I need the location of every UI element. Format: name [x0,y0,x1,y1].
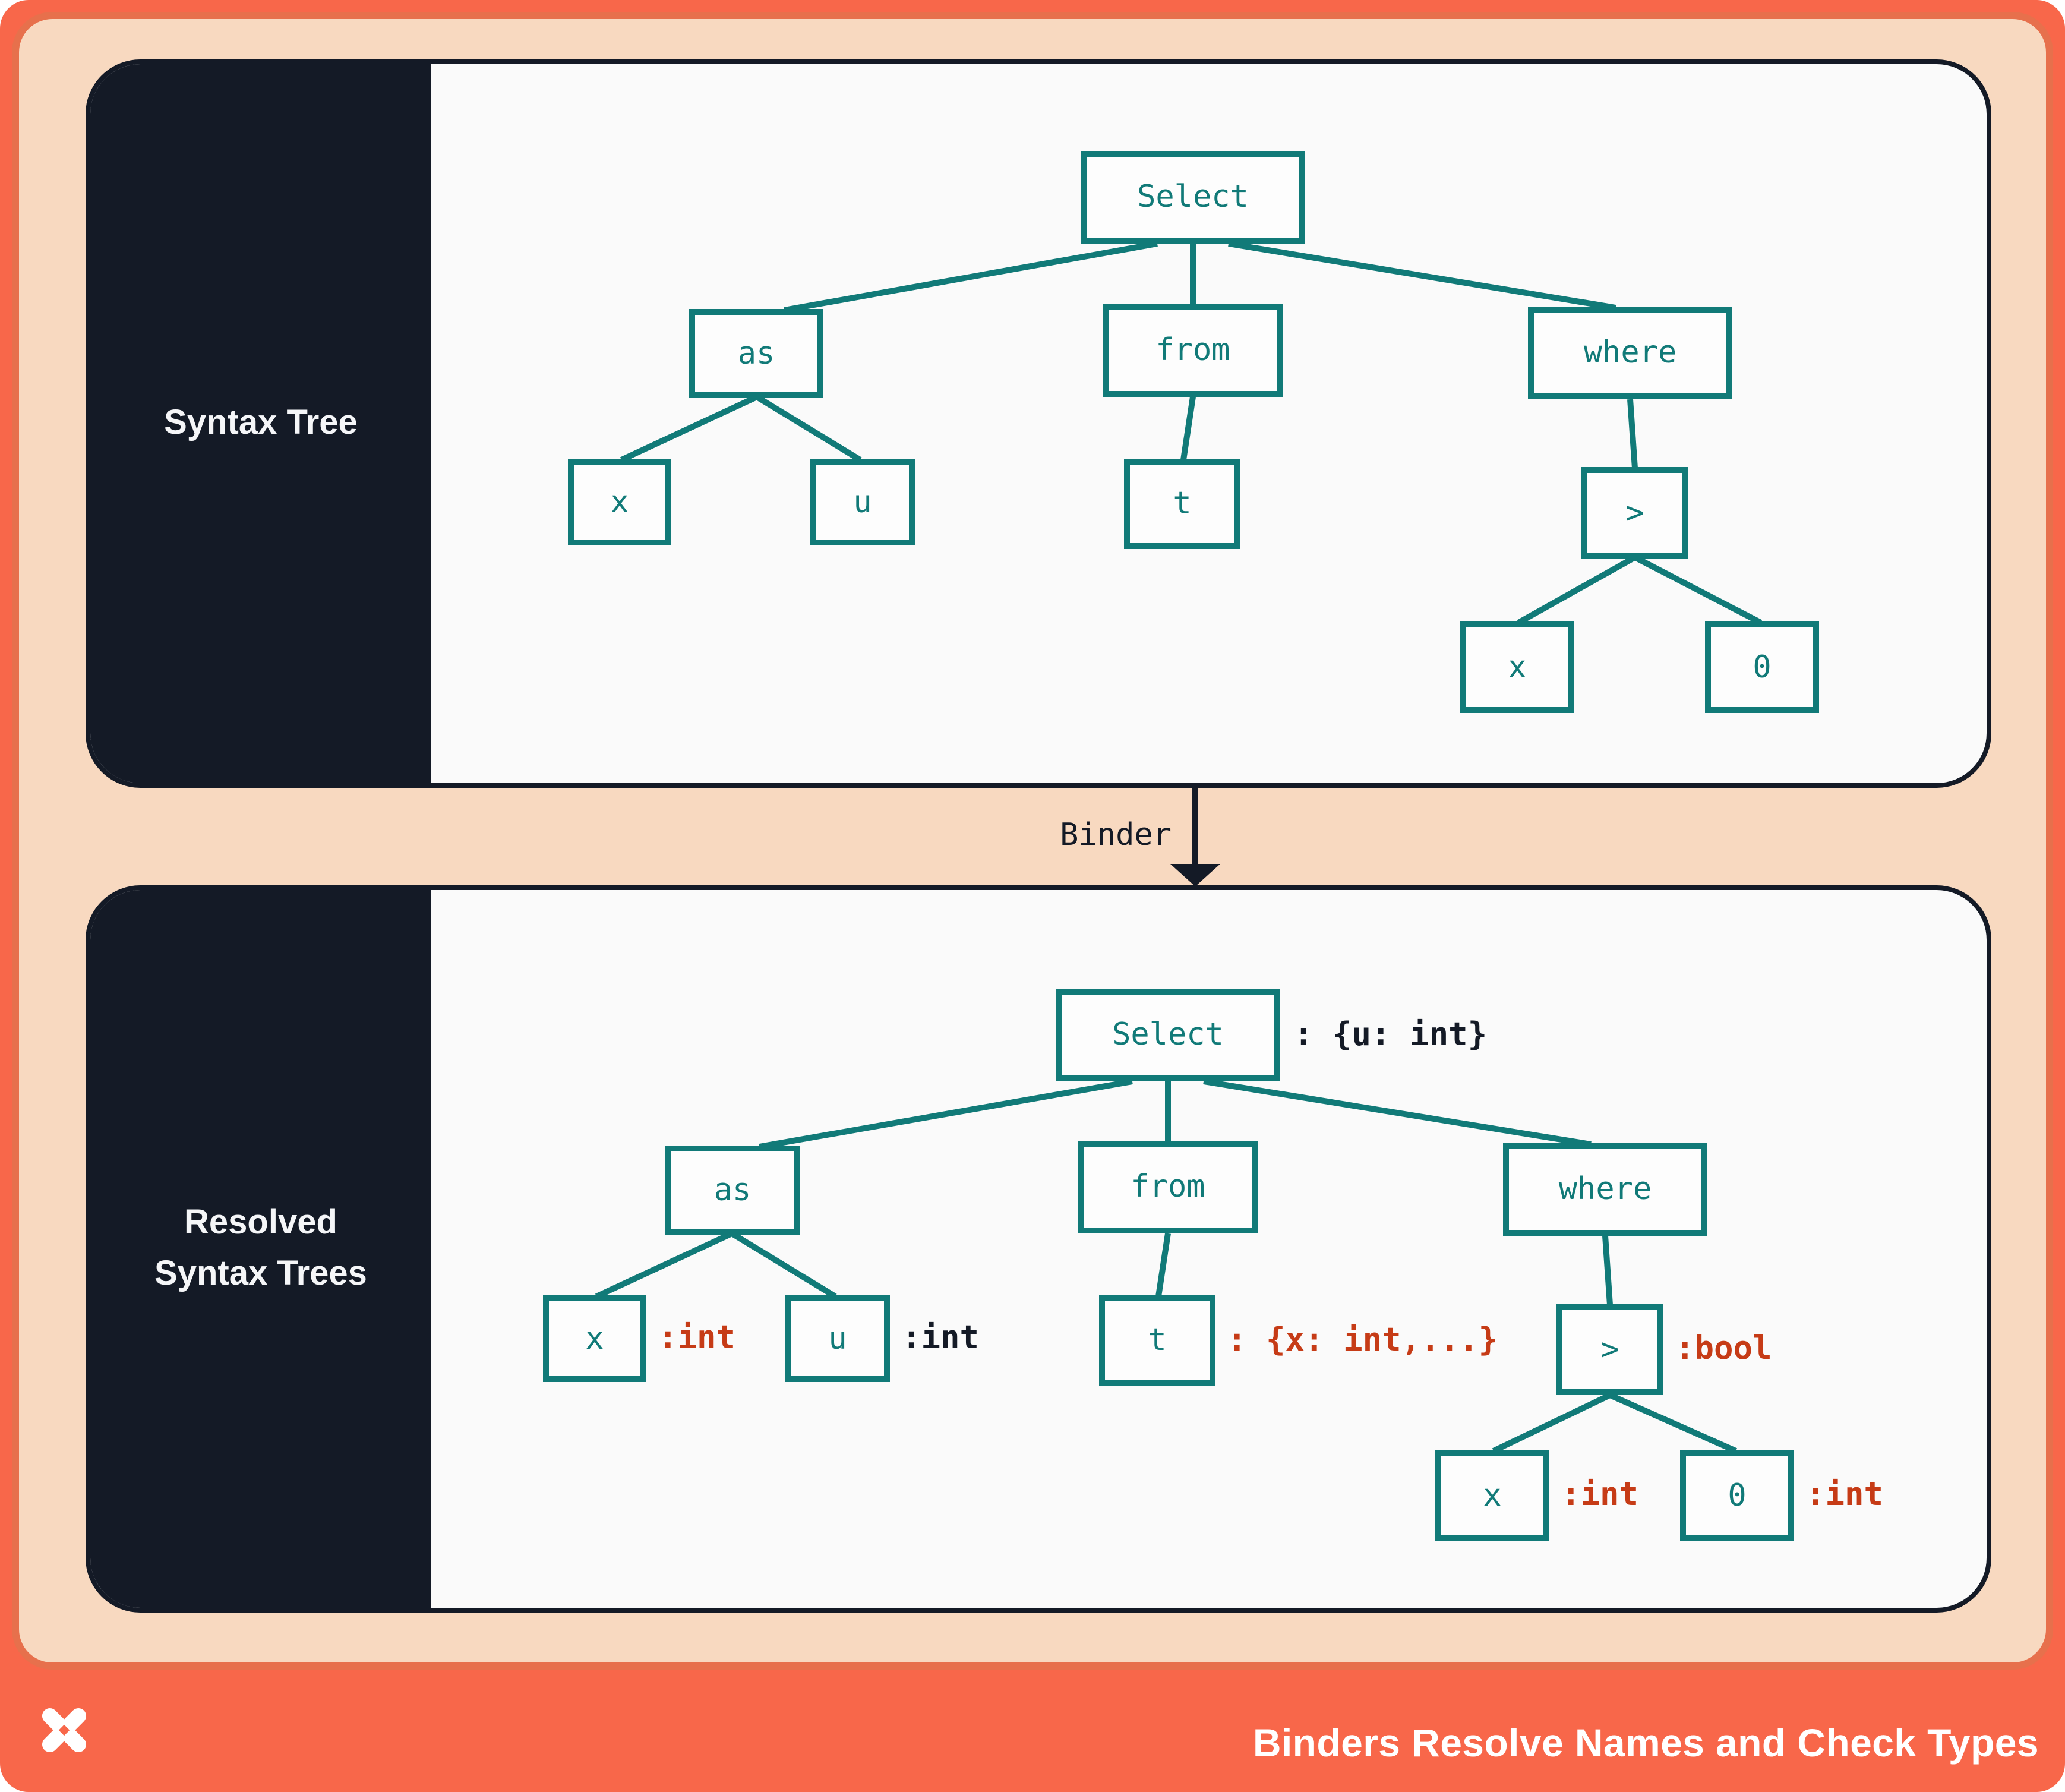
syntax-node-as: as [689,309,823,398]
footer-bar: Binders Resolve Names and Check Types [0,1670,2065,1792]
syntax-node-where: where [1528,307,1732,399]
resolved-panel-label-line1: Resolved [184,1203,337,1241]
resolved-node-select: Select [1056,989,1280,1081]
resolved-node-gt: > [1556,1304,1663,1395]
syntax-node-from: from [1103,304,1283,397]
resolved-t-type-annotation: : {x: int,...} [1227,1322,1498,1359]
pinwheel-x-logo-icon [34,1700,94,1760]
resolved-node-zero: 0 [1680,1450,1794,1541]
resolved-node-where: where [1503,1143,1707,1236]
syntax-tree-panel-label: Syntax Tree [164,403,358,442]
syntax-node-x-left: x [568,459,671,545]
footer-title: Binders Resolve Names and Check Types [1252,1721,2039,1765]
syntax-node-select: Select [1081,151,1305,244]
resolved-x-right-type-annotation: :int [1561,1476,1639,1513]
syntax-node-x-right: x [1460,621,1574,713]
resolved-node-from: from [1078,1141,1258,1233]
resolved-syntax-trees-panel: Resolved Syntax Trees [86,885,1991,1613]
syntax-tree-panel: Syntax Tree [86,59,1991,788]
resolved-node-as: as [665,1146,800,1235]
resolved-node-x-left: x [543,1295,646,1382]
resolved-node-t: t [1099,1295,1215,1386]
resolved-zero-type-annotation: :int [1806,1476,1884,1513]
resolved-node-x-right: x [1435,1450,1549,1541]
resolved-syntax-trees-sidebar: Resolved Syntax Trees [90,890,431,1608]
binder-label: Binder [1060,818,1172,853]
resolved-u-type-annotation: :int [902,1320,980,1356]
syntax-node-u: u [810,459,915,545]
syntax-node-t: t [1124,459,1240,549]
resolved-panel-label-line2: Syntax Trees [154,1255,367,1293]
resolved-gt-type-annotation: :bool [1675,1330,1772,1367]
syntax-node-gt: > [1581,467,1688,559]
syntax-tree-sidebar: Syntax Tree [90,64,431,783]
resolved-x-left-type-annotation: :int [658,1320,736,1356]
resolved-select-type-annotation: : {u: int} [1294,1017,1488,1053]
syntax-node-zero: 0 [1705,621,1819,713]
resolved-node-u: u [785,1295,890,1382]
